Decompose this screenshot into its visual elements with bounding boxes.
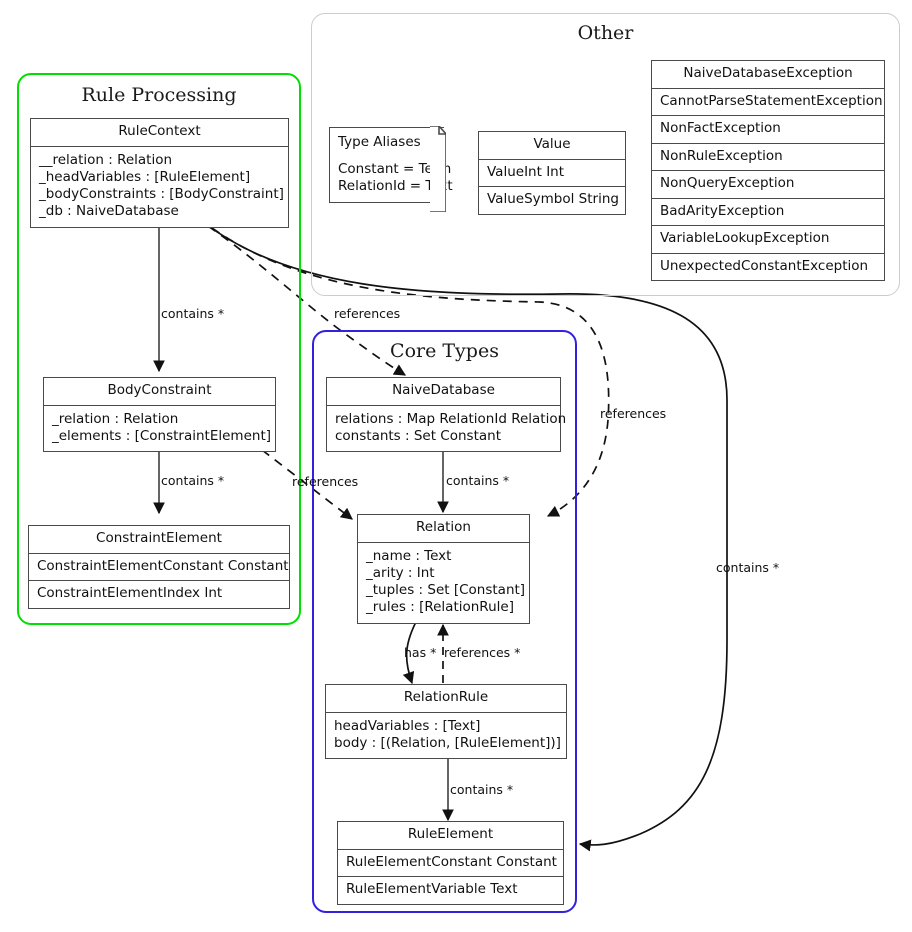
attribute: body : [(Relation, [RuleElement])] bbox=[334, 734, 561, 751]
attribute: relations : Map RelationId Relation bbox=[335, 410, 567, 427]
divider bbox=[326, 711, 566, 713]
divider bbox=[652, 197, 884, 199]
class-body-constraint[interactable]: BodyConstraint _relation : Relation _ele… bbox=[43, 377, 276, 453]
class-row: ConstraintElementConstant Constant bbox=[37, 557, 289, 574]
note-type-aliases[interactable]: Type Aliases Constant = Term RelationId … bbox=[329, 126, 453, 213]
divider bbox=[358, 541, 529, 543]
divider bbox=[29, 552, 289, 554]
note-line: Constant = Term bbox=[338, 160, 452, 177]
class-relation[interactable]: Relation _name : Text _arity : Int _tupl… bbox=[357, 514, 530, 624]
class-constraint-element[interactable]: ConstraintElement ConstraintElementConst… bbox=[28, 525, 290, 609]
attribute: _bodyConstraints : [BodyConstraint] bbox=[39, 186, 284, 203]
class-naive-database-exception[interactable]: NaiveDatabaseException CannotParseStatem… bbox=[651, 60, 885, 282]
attribute: constants : Set Constant bbox=[335, 427, 502, 444]
class-row: NonQueryException bbox=[660, 175, 795, 192]
attribute: headVariables : [Text] bbox=[334, 717, 481, 734]
edge-label-rulecontext-naivedatabase: references bbox=[334, 306, 401, 321]
attribute: _headVariables : [RuleElement] bbox=[39, 168, 251, 185]
divider bbox=[652, 142, 884, 144]
class-row: NonFactException bbox=[660, 120, 781, 137]
class-row: RuleElementVariable Text bbox=[346, 881, 518, 898]
divider bbox=[327, 404, 560, 406]
package-core-types-title: Core Types bbox=[390, 340, 499, 362]
class-body-constraint-attributes: _relation : Relation _elements : [Constr… bbox=[44, 406, 275, 452]
edge-label-naivedatabase-relation: contains * bbox=[446, 473, 510, 488]
note-line: RelationId = Text bbox=[338, 178, 453, 195]
edge-label-relationrule-relation-references: references * bbox=[444, 645, 521, 660]
package-other: Other bbox=[311, 13, 900, 296]
class-relation-rule-name: RelationRule bbox=[403, 689, 489, 705]
note-fold-corner-icon bbox=[429, 126, 446, 213]
attribute: _arity : Int bbox=[366, 564, 435, 581]
class-row: VariableLookupException bbox=[660, 230, 830, 247]
divider bbox=[31, 145, 288, 147]
divider bbox=[479, 186, 625, 188]
spacer bbox=[338, 152, 436, 161]
class-relation-rule[interactable]: RelationRule headVariables : [Text] body… bbox=[325, 684, 567, 760]
divider bbox=[652, 170, 884, 172]
class-rule-context-name: RuleContext bbox=[118, 123, 201, 139]
edge-label-relationrule-ruleelement: contains * bbox=[450, 782, 514, 797]
divider bbox=[652, 225, 884, 227]
class-row: ValueSymbol String bbox=[487, 191, 619, 208]
class-row: ValueInt Int bbox=[487, 163, 565, 180]
attribute: _rules : [RelationRule] bbox=[366, 599, 514, 616]
edge-label-bodyconstraint-relation: references bbox=[292, 474, 359, 489]
edge-label-bodyconstraint-constraintelement: contains * bbox=[161, 473, 225, 488]
class-constraint-element-name: ConstraintElement bbox=[96, 530, 222, 546]
attribute: _tuples : Set [Constant] bbox=[366, 582, 526, 599]
package-core-types: Core Types bbox=[312, 330, 577, 913]
edge-label-rulecontext-bodyconstraint: contains * bbox=[161, 306, 225, 321]
class-row: CannotParseStatementException bbox=[660, 92, 883, 109]
divider bbox=[338, 876, 563, 878]
class-rule-context[interactable]: RuleContext __relation : Relation _headV… bbox=[30, 118, 289, 228]
divider bbox=[652, 252, 884, 254]
edge-label-relation-relationrule-has: has * bbox=[404, 645, 437, 660]
class-naive-database-name: NaiveDatabase bbox=[392, 382, 495, 398]
attribute: _name : Text bbox=[366, 547, 452, 564]
class-row: UnexpectedConstantException bbox=[660, 257, 869, 274]
class-naive-database[interactable]: NaiveDatabase relations : Map RelationId… bbox=[326, 377, 567, 453]
class-row: NonRuleException bbox=[660, 147, 783, 164]
class-rule-context-attributes: __relation : Relation _headVariables : [… bbox=[31, 147, 288, 227]
attribute: _elements : [ConstraintElement] bbox=[52, 427, 271, 444]
package-other-title: Other bbox=[577, 22, 634, 44]
attribute: _db : NaiveDatabase bbox=[39, 203, 179, 220]
class-naive-database-exception-name: NaiveDatabaseException bbox=[683, 65, 853, 81]
edge-label-rulecontext-ruleelement: contains * bbox=[716, 560, 780, 575]
divider bbox=[652, 115, 884, 117]
class-row: BadArityException bbox=[660, 202, 785, 219]
note-type-aliases-body: Type Aliases Constant = Term RelationId … bbox=[330, 128, 453, 202]
class-rule-element-name: RuleElement bbox=[407, 826, 494, 842]
class-relation-name: Relation bbox=[416, 519, 471, 535]
class-relation-attributes: _name : Text _arity : Int _tuples : Set … bbox=[358, 543, 529, 623]
class-relation-rule-attributes: headVariables : [Text] body : [(Relation… bbox=[326, 713, 566, 759]
divider bbox=[652, 87, 884, 89]
class-body-constraint-name: BodyConstraint bbox=[107, 382, 212, 398]
class-value-name: Value bbox=[533, 136, 571, 152]
class-rule-element[interactable]: RuleElement RuleElementConstant Constant… bbox=[337, 821, 564, 905]
attribute: __relation : Relation bbox=[39, 151, 173, 168]
divider bbox=[44, 404, 275, 406]
attribute: _relation : Relation bbox=[52, 410, 179, 427]
class-row: ConstraintElementIndex Int bbox=[37, 585, 223, 602]
class-value[interactable]: Value ValueInt Int ValueSymbol String bbox=[478, 131, 626, 215]
divider bbox=[29, 580, 289, 582]
package-rule-processing: Rule Processing bbox=[17, 73, 301, 625]
class-row: RuleElementConstant Constant bbox=[346, 853, 557, 870]
divider bbox=[479, 158, 625, 160]
divider bbox=[338, 848, 563, 850]
package-rule-processing-title: Rule Processing bbox=[81, 84, 237, 106]
edge-label-rulecontext-relation: references bbox=[600, 406, 667, 421]
class-naive-database-attributes: relations : Map RelationId Relation cons… bbox=[327, 406, 567, 452]
note-title: Type Aliases bbox=[338, 134, 421, 150]
